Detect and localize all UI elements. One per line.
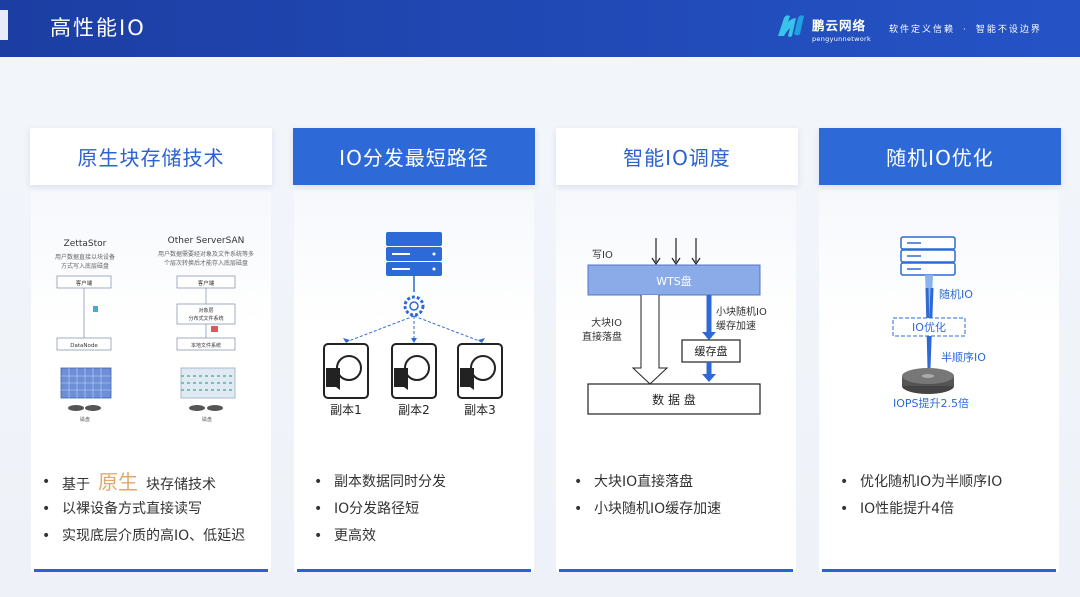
slogan: 软件定义信赖 · 智能不设边界 <box>889 22 1042 35</box>
header-accent <box>0 10 8 40</box>
server-icon <box>386 232 442 276</box>
list-item: 副本数据同时分发 <box>314 472 446 499</box>
card-title-random-io: 随机IO优化 <box>819 128 1061 185</box>
small-random-io-label: 小块随机IO <box>716 305 767 318</box>
slogan-separator: · <box>963 25 968 35</box>
server-icon <box>900 236 956 276</box>
list-item: 小块随机IO缓存加速 <box>574 499 721 526</box>
list-item: IO性能提升4倍 <box>840 499 1002 526</box>
brand-name-cn: 鹏云网络 <box>812 18 867 33</box>
slogan-left: 软件定义信赖 <box>889 25 956 35</box>
zettastor-desc-1: 用户数据直接以块设备 <box>55 253 115 261</box>
big-io-label: 大块IO <box>591 316 622 329</box>
other-serversan-title: Other ServerSAN <box>168 236 245 246</box>
header-bar: 高性能IO 鹏云网络 pengyunnetwork 软件定义信赖 · 智能不设边界 <box>0 0 1080 57</box>
other-serversan-desc-1: 用户数据需要经对象及文件系统等多 <box>158 250 254 258</box>
data-disk-label: 数 据 盘 <box>652 392 696 407</box>
list-item: 更高效 <box>314 526 446 553</box>
zettastor-desc-2: 方式写入底层磁盘 <box>61 262 109 270</box>
zettastor-disk-label: 磁盘 <box>80 416 90 423</box>
disk-icon <box>902 368 954 394</box>
other-local-fs-box: 本地文件系统 <box>191 342 221 349</box>
other-serversan-desc-2: 个层次转换后才能存入底层磁盘 <box>164 259 248 267</box>
cache-disk-label: 缓存盘 <box>695 344 728 358</box>
direct-write-label: 直接落盘 <box>582 330 622 343</box>
card-underline <box>297 569 531 572</box>
io-scheduling-bullets: 大块IO直接落盘 小块随机IO缓存加速 <box>574 472 721 526</box>
card-title-native: 原生块存储技术 <box>30 128 272 185</box>
other-disk-label: 磁盘 <box>202 416 212 423</box>
other-dfs-layer: 分布式文件系统 <box>188 315 223 322</box>
card-underline <box>822 569 1056 572</box>
hard-drive-icon <box>391 343 437 399</box>
write-io-label: 写IO <box>592 249 613 261</box>
cache-acceleration-label: 缓存加速 <box>716 319 756 332</box>
list-item: 大块IO直接落盘 <box>574 472 721 499</box>
bullet-text: 基于 <box>62 477 90 493</box>
io-optimization-label: IO优化 <box>912 320 946 334</box>
wts-disk-label: WTS盘 <box>656 274 692 288</box>
random-io-bullets: 优化随机IO为半顺序IO IO性能提升4倍 <box>840 472 1002 526</box>
other-client-box: 客户端 <box>198 279 215 287</box>
other-object-layer: 对象层 <box>198 307 213 314</box>
zettastor-title: ZettaStor <box>64 239 107 249</box>
brand: 鹏云网络 pengyunnetwork <box>812 15 871 43</box>
highlight-native: 原生 <box>98 470 138 494</box>
semi-sequential-io-label: 半顺序IO <box>941 350 986 364</box>
hard-drive-icon <box>457 343 503 399</box>
slogan-right: 智能不设边界 <box>975 25 1042 35</box>
io-distribution-diagram: 副本1 副本2 副本3 <box>323 232 503 417</box>
io-scheduling-diagram: 写IO WTS盘 大块IO 直接落盘 小块随机IO 缓存加速 缓存盘 数 据 盘 <box>582 238 767 415</box>
random-io-diagram: IO优化 随机IO 半顺序IO IOPS提升2.5倍 <box>892 236 986 410</box>
card-title-scheduling: 智能IO调度 <box>556 128 798 185</box>
gear-icon <box>403 295 425 317</box>
hard-drive-icon <box>323 343 369 399</box>
card-underline <box>34 569 268 572</box>
zettastor-client-box: 客户端 <box>76 279 93 287</box>
replica-1-label: 副本1 <box>330 403 362 417</box>
card-underline <box>559 569 793 572</box>
zettastor-datanode-box: DataNode <box>70 343 98 349</box>
brand-name-en: pengyunnetwork <box>812 35 872 43</box>
list-item: 实现底层介质的高IO、低延迟 <box>42 526 245 553</box>
list-item: 以裸设备方式直接读写 <box>42 499 245 526</box>
iops-boost-label: IOPS提升2.5倍 <box>893 396 969 410</box>
io-distribution-bullets: 副本数据同时分发 IO分发路径短 更高效 <box>314 472 446 553</box>
list-item: 优化随机IO为半顺序IO <box>840 472 1002 499</box>
card-title-shortest-path: IO分发最短路径 <box>293 128 535 185</box>
random-io-label: 随机IO <box>939 287 973 301</box>
replica-2-label: 副本2 <box>398 403 430 417</box>
bullet-text: 块存储技术 <box>146 477 216 493</box>
page-title: 高性能IO <box>50 16 146 40</box>
list-item: IO分发路径短 <box>314 499 446 526</box>
brand-logo-icon <box>778 15 804 38</box>
replica-3-label: 副本3 <box>464 403 496 417</box>
native-storage-diagram: ZettaStor 用户数据直接以块设备 方式写入底层磁盘 客户端 DataNo… <box>55 236 254 423</box>
